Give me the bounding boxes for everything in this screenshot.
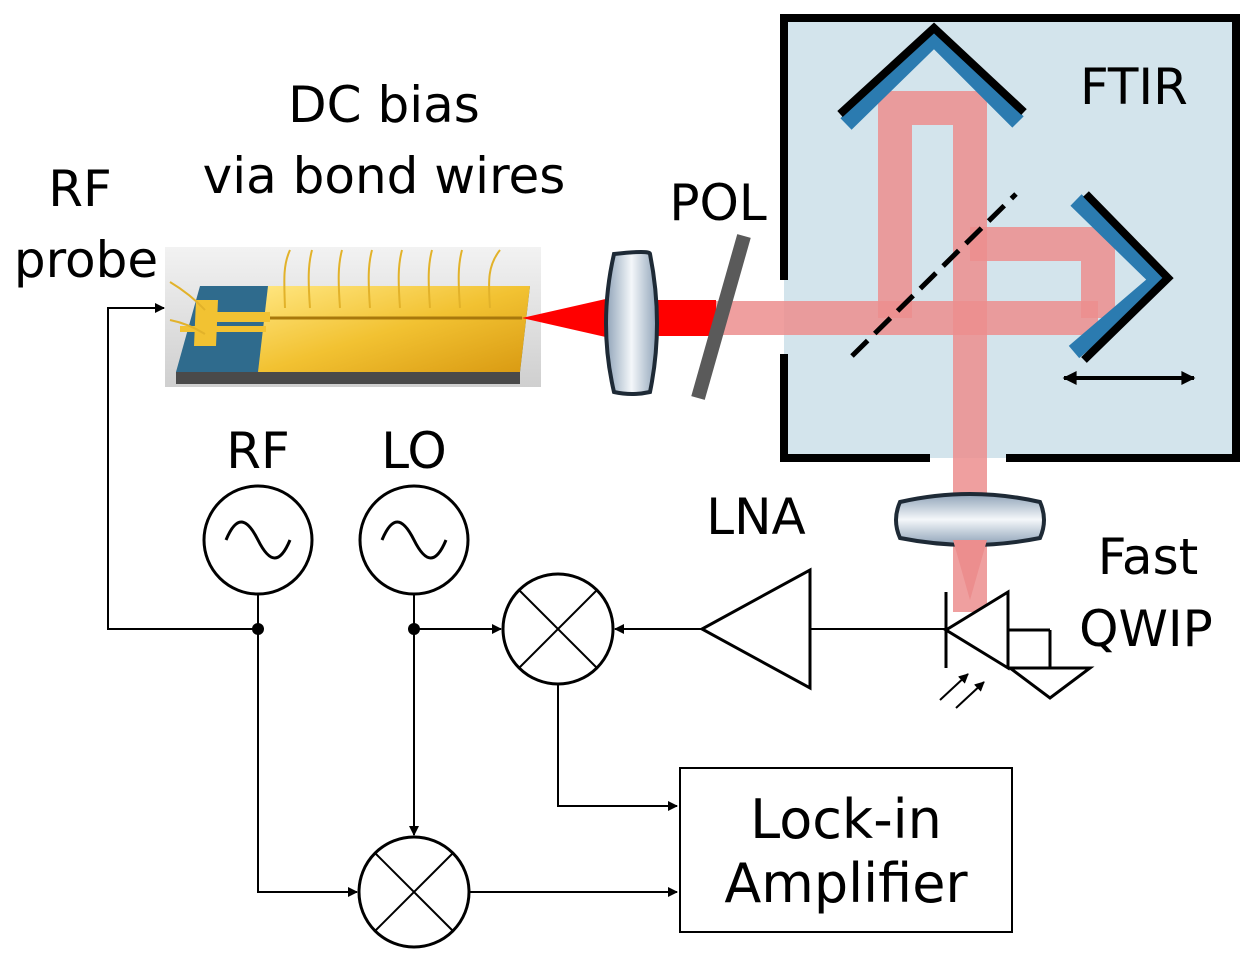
laser-chip [165, 247, 541, 387]
dc-bias-label-line1: DC bias [288, 76, 480, 134]
lo-source-icon [358, 484, 470, 596]
right-retroreflector [1068, 191, 1174, 363]
rf-probe-label-line2: probe [14, 231, 158, 289]
ftir-label: FTIR [1080, 58, 1188, 116]
dc-bias-label-line2: via bond wires [203, 147, 566, 205]
laser-output-beam [522, 298, 610, 338]
focused-beam [953, 540, 987, 600]
focusing-lens [894, 492, 1046, 547]
rf-source-icon [202, 484, 314, 596]
rf-probe-label-line1: RF [48, 160, 112, 218]
lockin-amplifier-box [679, 767, 1013, 933]
photodiode-icon [939, 589, 1095, 709]
lo-junction-dot [408, 623, 420, 635]
lockin-label-line1: Lock-in [750, 788, 942, 851]
top-retroreflector [837, 22, 1027, 130]
lo-source-label: LO [381, 422, 446, 480]
signal-wiring [107, 303, 946, 897]
collimating-lens [604, 250, 659, 396]
qwip-label-line1: Fast [1098, 528, 1198, 586]
lna-label: LNA [706, 488, 805, 546]
pol-label: POL [669, 174, 767, 232]
rf-junction-dot [252, 623, 264, 635]
mixer-top-icon [501, 572, 615, 686]
lockin-label-line2: Amplifier [724, 852, 968, 915]
beamsplitter [850, 192, 1018, 358]
mixer-bottom-icon [357, 835, 471, 949]
rf-source-label: RF [226, 422, 290, 480]
qwip-label-line2: QWIP [1079, 600, 1213, 658]
lna-amplifier-icon [698, 567, 812, 691]
polarizer [691, 234, 751, 400]
